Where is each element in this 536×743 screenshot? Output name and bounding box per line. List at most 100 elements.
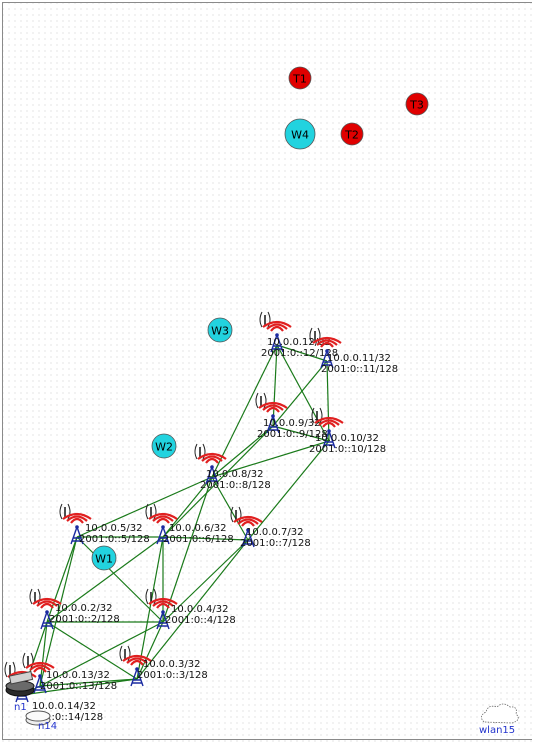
nodes-layer: 10.0.0.12/322001:0::12/12810.0.0.11/3220… — [4, 311, 398, 723]
node-ipv4-label: 10.0.0.3/32 — [143, 659, 200, 670]
link-n8-n7[interactable] — [211, 476, 249, 541]
router-icon — [5, 670, 35, 697]
host-n14[interactable]: n14 — [25, 710, 57, 732]
link-n11-n9[interactable] — [272, 360, 328, 427]
wlan-node[interactable]: wlan15 — [479, 703, 519, 736]
link-n3-n14[interactable] — [21, 678, 138, 696]
link-n12-n9[interactable] — [272, 344, 278, 427]
marker-label: W4 — [291, 129, 309, 142]
node-ipv4-label: 10.0.0.4/32 — [171, 604, 228, 615]
signal-waves-black-icon — [309, 327, 321, 344]
link-n4-n13[interactable] — [39, 621, 164, 687]
link-n8-n6[interactable] — [162, 476, 213, 538]
link-n6-n2[interactable] — [46, 536, 164, 623]
node-ipv4-label: 10.0.0.9/32 — [263, 418, 320, 429]
marker-w2[interactable]: W2 — [151, 433, 177, 459]
links-layer — [21, 344, 330, 696]
marker-circle — [288, 66, 312, 90]
marker-w1[interactable]: W1 — [91, 545, 117, 571]
link-n10-n8[interactable] — [211, 440, 330, 478]
link-n5-n13[interactable] — [39, 536, 78, 687]
signal-waves-black-icon — [59, 503, 71, 520]
marker-t3[interactable]: T3 — [405, 92, 429, 116]
link-n7-n3[interactable] — [136, 539, 249, 680]
signal-waves-red-icon — [314, 416, 344, 428]
link-n10-n7[interactable] — [247, 440, 330, 541]
signal-waves-black-icon — [22, 652, 34, 669]
node-ipv6-label: 2001:0::5/128 — [79, 534, 150, 545]
link-n3-n13[interactable] — [39, 678, 138, 687]
signal-waves-red-icon — [197, 452, 227, 464]
link-n8-n5[interactable] — [76, 476, 213, 538]
node-ipv4-label: 10.0.0.13/32 — [46, 670, 110, 681]
marker-label: W2 — [155, 441, 173, 454]
marker-label: T3 — [409, 99, 424, 112]
link-n6-n7[interactable] — [162, 536, 249, 541]
signal-waves-red-icon — [262, 320, 292, 332]
marker-w4[interactable]: W4 — [284, 118, 316, 150]
node-ipv4-label: 10.0.0.8/32 — [206, 469, 263, 480]
antenna-tower-icon — [33, 674, 47, 694]
node-ipv4-label: 10.0.0.7/32 — [246, 527, 303, 538]
antenna-tower-icon — [270, 333, 284, 353]
marker-t2[interactable]: T2 — [340, 122, 364, 146]
antenna-tower-icon — [322, 429, 336, 449]
node-ipv4-label: 10.0.0.2/32 — [55, 603, 112, 614]
marker-t1[interactable]: T1 — [288, 66, 312, 90]
node-ipv4-label: 10.0.0.6/32 — [169, 523, 226, 534]
host-n1[interactable]: n1 — [5, 670, 35, 713]
marker-label: W1 — [95, 553, 113, 566]
node-ipv6-label: 2001:0::12/128 — [261, 348, 338, 359]
link-n9-n10[interactable] — [272, 425, 330, 442]
signal-waves-black-icon — [311, 407, 323, 424]
link-n8-n4[interactable] — [162, 476, 213, 623]
signal-waves-red-icon — [148, 512, 178, 524]
signal-waves-red-icon — [32, 597, 62, 609]
marker-w3[interactable]: W3 — [207, 317, 233, 343]
antenna-tower-icon — [205, 465, 219, 485]
node-ipv4-label: 10.0.0.5/32 — [85, 523, 142, 534]
link-n4-n3[interactable] — [136, 621, 164, 680]
link-n12-n8[interactable] — [211, 344, 278, 478]
link-n7-n4[interactable] — [162, 539, 249, 623]
link-n5-n4[interactable] — [76, 536, 164, 623]
node-ipv6-label: 2001:0::10/128 — [309, 444, 386, 455]
marker-circle — [405, 92, 429, 116]
node-ipv4-label: 10.0.0.11/32 — [327, 353, 391, 364]
marker-circle — [91, 545, 117, 571]
link-n11-n10[interactable] — [326, 360, 330, 442]
link-n9-n6[interactable] — [162, 425, 274, 538]
link-n9-n8[interactable] — [211, 425, 274, 478]
link-n6-n3[interactable] — [136, 536, 164, 680]
node-ipv6-label: 2001:0::3/128 — [137, 670, 208, 681]
antenna-tower-icon — [70, 525, 84, 545]
link-n2-n3[interactable] — [46, 621, 138, 680]
link-n12-n11[interactable] — [276, 344, 328, 362]
node-ipv6-label: 2001:0::7/128 — [240, 538, 311, 549]
signal-waves-red-icon — [312, 336, 342, 348]
signal-waves-red-icon — [122, 654, 152, 666]
node-ipv6-label: 2001:0::11/128 — [321, 364, 398, 375]
node-ipv6-label: 2001:0::4/128 — [165, 615, 236, 626]
signal-waves-red-icon — [148, 597, 178, 609]
disk-icon — [25, 710, 51, 726]
node-ipv6-label: 2001:0::13/128 — [40, 681, 117, 692]
node-ipv4-label: 10.0.0.12/32 — [267, 337, 331, 348]
antenna-tower-icon — [266, 414, 280, 434]
signal-waves-black-icon — [194, 443, 206, 460]
node-ipv4-label: 10.0.0.14/32 — [32, 701, 96, 712]
